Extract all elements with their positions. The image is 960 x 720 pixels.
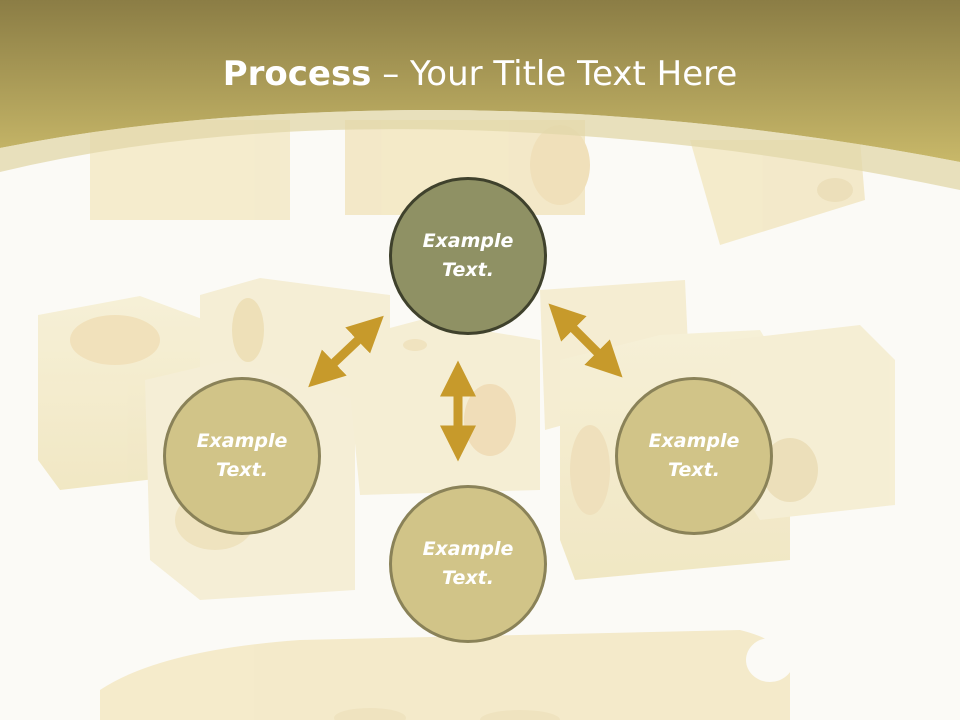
node-right-circle[interactable]: Example Text. [615,377,773,535]
node-right-label: Example Text. [648,430,740,481]
title-regular-part: – Your Title Text Here [371,54,738,94]
node-top-label: Example Text. [422,230,514,281]
title-bold-part: Process [222,54,372,94]
node-top-circle[interactable]: Example Text. [389,177,547,335]
node-left-label: Example Text. [196,430,288,481]
node-bottom-circle[interactable]: Example Text. [389,485,547,643]
node-bottom-label: Example Text. [422,538,514,589]
node-left-circle[interactable]: Example Text. [163,377,321,535]
slide-title: Process – Your Title Text Here [0,52,960,96]
